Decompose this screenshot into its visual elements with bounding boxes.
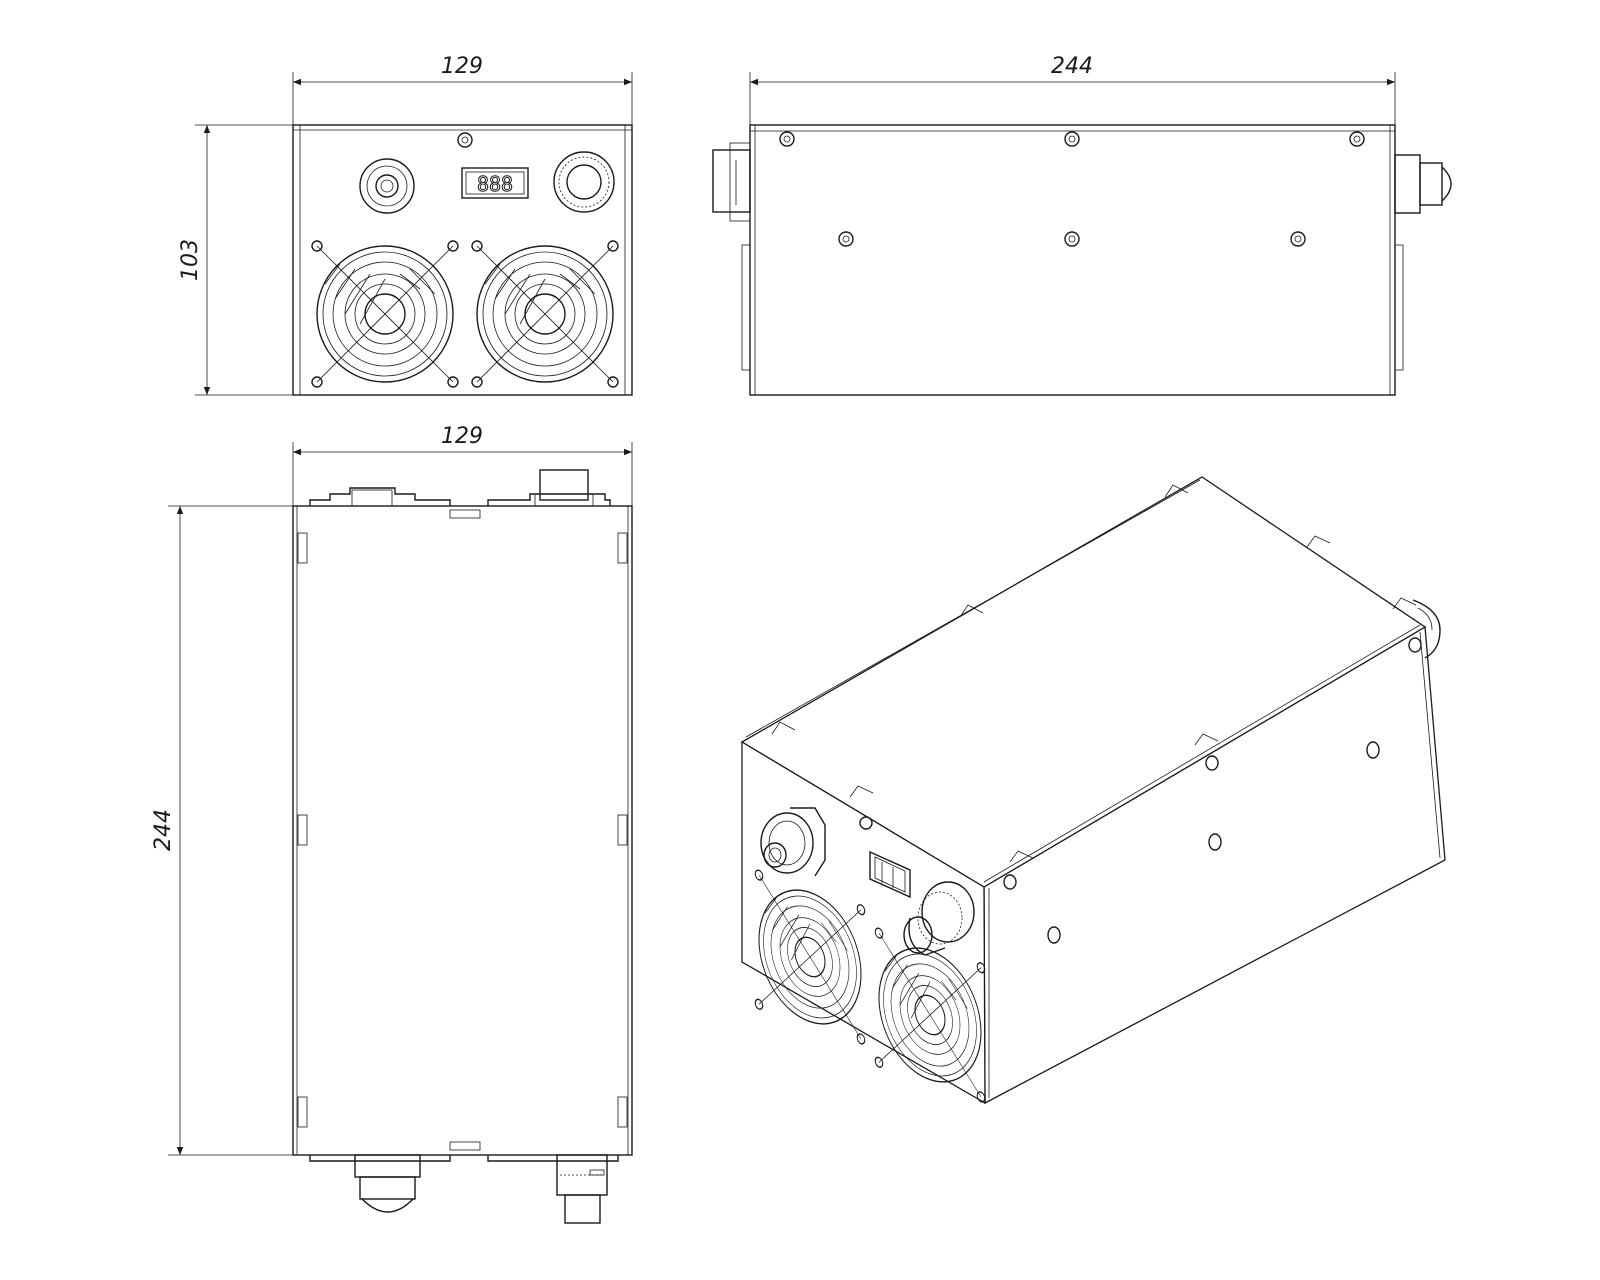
side-screws (779, 131, 1365, 247)
bottom-edge-components (309, 1154, 619, 1224)
front-width-dimension: 129 (441, 54, 483, 79)
iso-cable-gland (760, 807, 826, 877)
iso-top-tabs (771, 484, 1417, 863)
iso-side-holes (859, 637, 1422, 944)
side-left-connector (712, 142, 751, 371)
adjustment-knob-front (553, 151, 615, 213)
isometric-view (740, 476, 1446, 1105)
cable-gland-front (359, 158, 415, 214)
fan-right-front (471, 240, 619, 388)
top-edge-components (309, 469, 611, 507)
top-length-dimension: 244 (151, 809, 176, 851)
front-view: 129 103 888 (178, 54, 633, 396)
top-slots (297, 509, 628, 1151)
front-height-dimension: 103 (178, 239, 203, 281)
top-width-dimension: 129 (441, 424, 483, 449)
display-readout: 888 (477, 172, 513, 196)
iso-display (869, 850, 911, 899)
digital-display-front: 888 (461, 167, 529, 199)
fan-left-front (311, 240, 459, 388)
side-right-gland (1394, 154, 1452, 371)
side-length-dimension: 244 (1051, 54, 1093, 79)
iso-end-gland (1412, 599, 1441, 659)
top-view: 129 244 (151, 424, 633, 1224)
side-view: 244 (712, 54, 1452, 396)
